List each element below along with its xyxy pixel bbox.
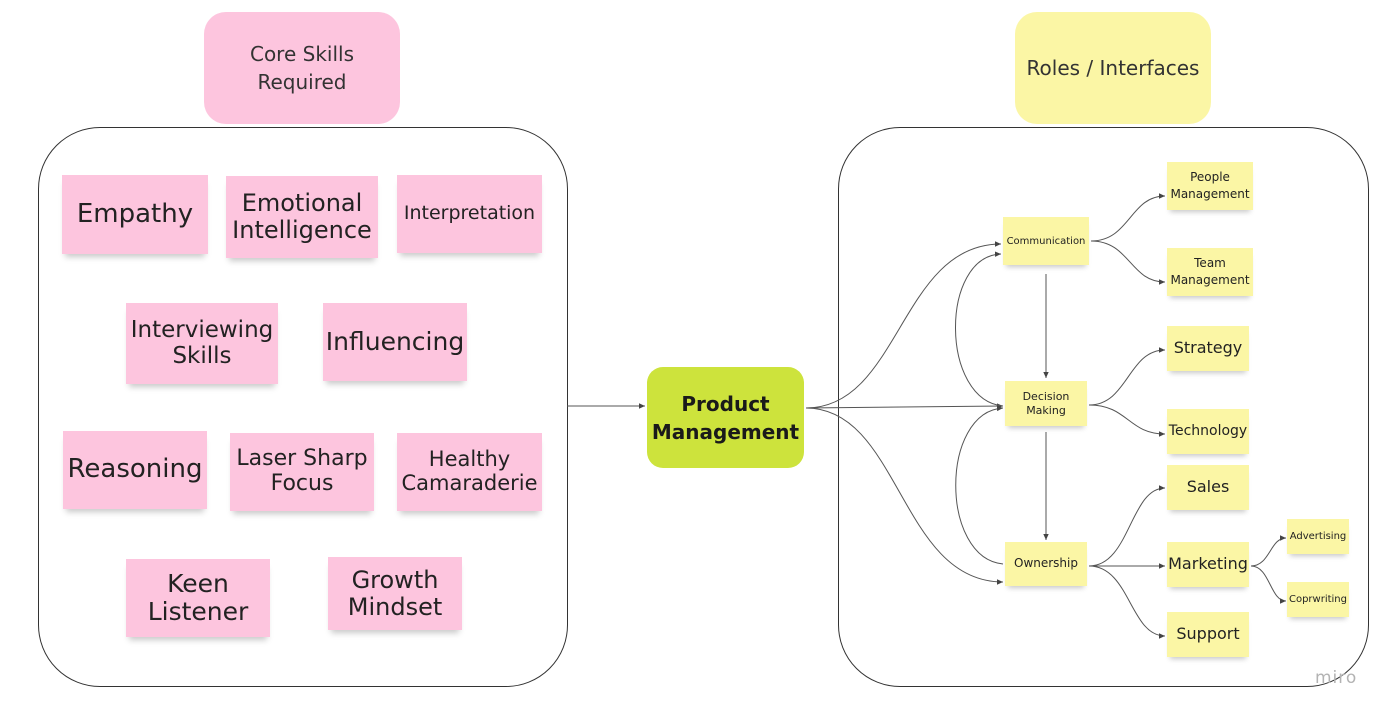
note-communication: Communication	[1003, 217, 1089, 265]
miro-watermark: miro	[1315, 668, 1358, 688]
sticky-reasoning: Reasoning	[63, 431, 207, 509]
skills-container	[38, 127, 568, 687]
note-team-management: Team Management	[1167, 248, 1253, 296]
sticky-influencing: Influencing	[323, 303, 467, 381]
product-management-node: Product Management	[647, 367, 804, 468]
note-marketing: Marketing	[1167, 542, 1249, 587]
sticky-empathy: Empathy	[62, 175, 208, 254]
roles-container	[838, 127, 1369, 687]
sticky-keen-listener: Keen Listener	[126, 559, 270, 637]
roles-interfaces-header: Roles / Interfaces	[1015, 12, 1211, 124]
sticky-growth-mindset: Growth Mindset	[328, 557, 462, 630]
note-advertising: Advertising	[1287, 519, 1349, 554]
sticky-healthy-camaraderie: Healthy Camaraderie	[397, 433, 542, 511]
note-strategy: Strategy	[1167, 326, 1249, 371]
core-skills-header: Core Skills Required	[204, 12, 400, 124]
sticky-emotional-intelligence: Emotional Intelligence	[226, 176, 378, 258]
sticky-laser-sharp-focus: Laser Sharp Focus	[230, 433, 374, 511]
note-support: Support	[1167, 612, 1249, 657]
sticky-interpretation: Interpretation	[397, 175, 542, 253]
note-people-management: People Management	[1167, 162, 1253, 210]
note-technology: Technology	[1167, 409, 1249, 454]
note-ownership: Ownership	[1005, 542, 1087, 586]
note-sales: Sales	[1167, 465, 1249, 510]
note-copywriting: Coprwriting	[1287, 582, 1349, 617]
sticky-interviewing-skills: Interviewing Skills	[126, 303, 278, 384]
note-decision-making: Decision Making	[1005, 381, 1087, 426]
